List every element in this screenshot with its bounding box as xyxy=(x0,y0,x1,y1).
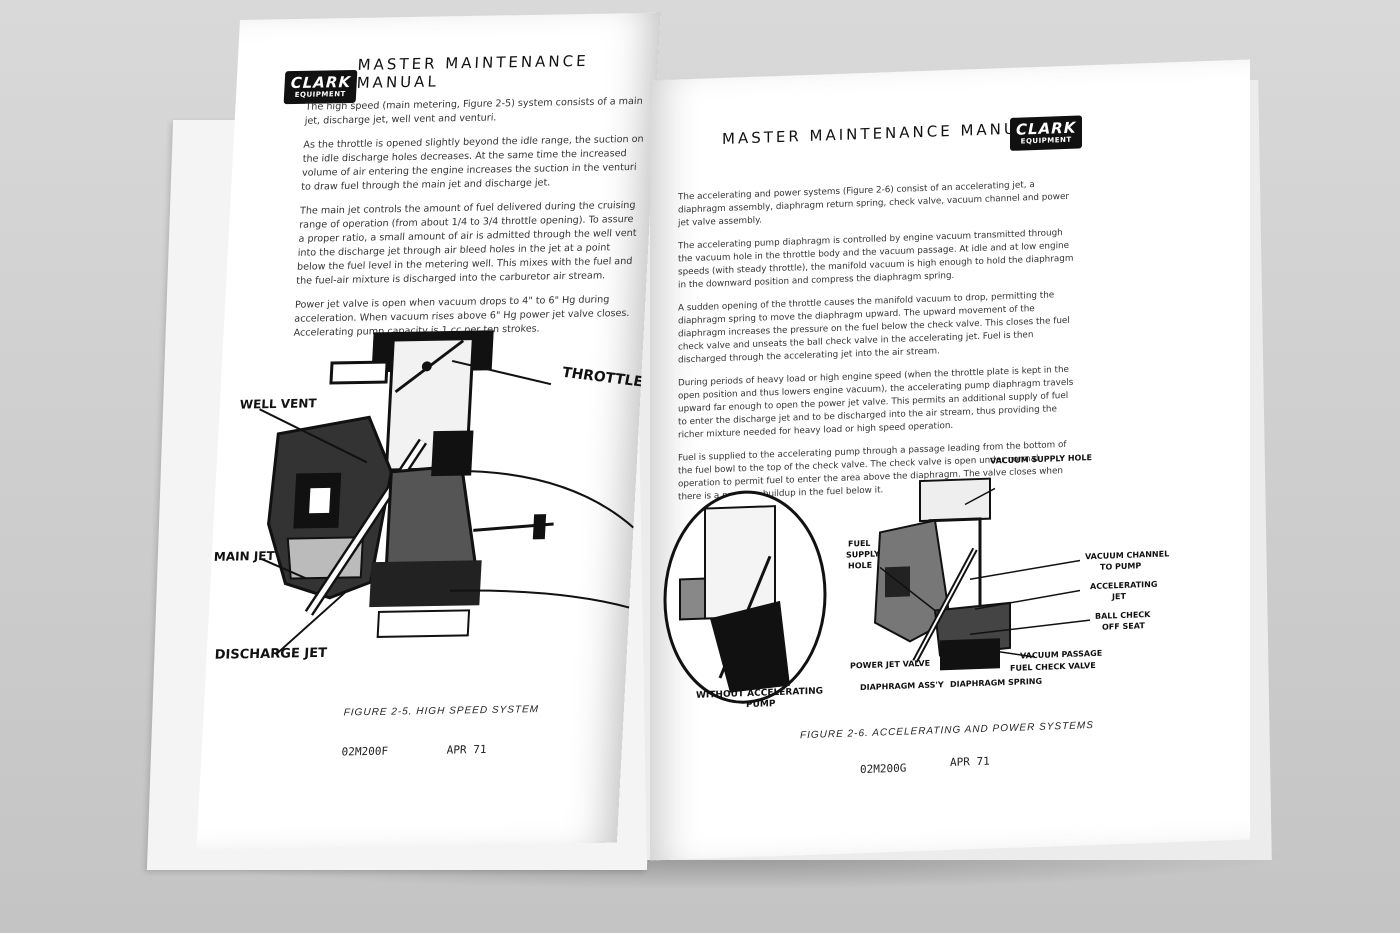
left-body-text: The high speed (main metering, Figure 2-… xyxy=(293,95,646,351)
document-code: 02M200G xyxy=(860,761,907,777)
label-off-seat: OFF SEAT xyxy=(1102,621,1145,632)
right-page: MASTER MAINTENANCE MANUAL CLARK EQUIPMEN… xyxy=(650,59,1250,861)
paragraph: As the throttle is opened slightly beyon… xyxy=(300,133,644,193)
label-jet: JET xyxy=(1112,591,1126,602)
document-date: APR 71 xyxy=(950,754,990,769)
high-speed-system-diagram xyxy=(259,330,635,655)
label-hole: HOLE xyxy=(848,560,873,571)
paragraph: During periods of heavy load or high eng… xyxy=(678,364,1074,441)
label-main-jet: MAIN JET xyxy=(213,548,276,564)
figure-caption: FIGURE 2-5. HIGH SPEED SYSTEM xyxy=(343,704,540,719)
label-ball-check: BALL CHECK xyxy=(1095,610,1151,621)
document-code: 02M200F xyxy=(341,744,389,759)
manual-header: MASTER MAINTENANCE MANUAL xyxy=(356,51,590,92)
label-fuel: FUEL xyxy=(848,538,871,549)
manual-header: MASTER MAINTENANCE MANUAL xyxy=(722,118,1043,148)
document-date: APR 71 xyxy=(446,742,487,757)
paragraph: The high speed (main metering, Figure 2-… xyxy=(304,95,643,127)
label-pump: PUMP xyxy=(746,699,776,711)
left-page: CLARK EQUIPMENT MASTER MAINTENANCE MANUA… xyxy=(196,12,661,850)
paragraph: The main jet controls the amount of fuel… xyxy=(296,199,637,287)
label-discharge-jet: DISCHARGE JET xyxy=(214,645,328,663)
paragraph: The accelerating pump diaphragm is contr… xyxy=(678,228,1074,291)
paragraph: A sudden opening of the throttle causes … xyxy=(678,290,1070,366)
paragraph: The accelerating and power systems (Figu… xyxy=(678,180,1070,229)
accelerating-power-systems-diagram xyxy=(663,477,1091,704)
label-supply: SUPPLY xyxy=(846,549,880,560)
label-to-pump: TO PUMP xyxy=(1100,561,1142,572)
clark-logo: CLARK EQUIPMENT xyxy=(283,69,358,105)
clark-logo: CLARK EQUIPMENT xyxy=(1010,115,1083,151)
label-well-vent: WELL VENT xyxy=(239,396,317,412)
